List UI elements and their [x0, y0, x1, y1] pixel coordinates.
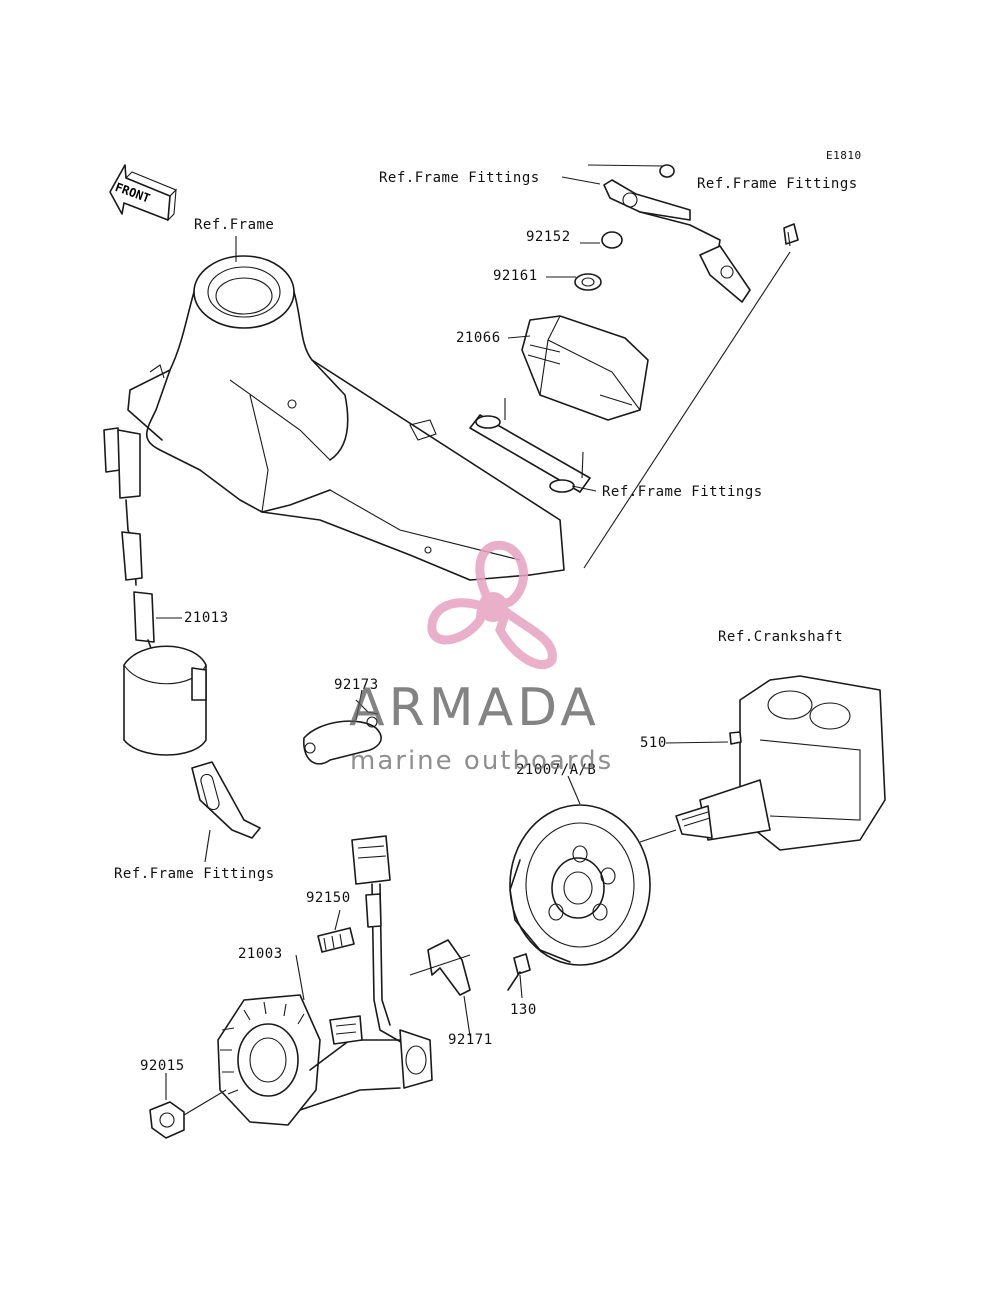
label-ref-crankshaft: Ref.Crankshaft: [718, 629, 844, 645]
stator-drawing: [217, 835, 433, 1126]
part-number-130: 130: [510, 1002, 537, 1018]
rotor-drawing: [509, 804, 651, 966]
label-ref-frame-fittings-top-left: Ref.Frame Fittings: [379, 170, 540, 186]
part-number-92152: 92152: [526, 229, 571, 245]
part-number-21007: 21007/A/B: [516, 762, 597, 778]
label-ref-frame-fittings-left: Ref.Frame Fittings: [114, 866, 275, 882]
part-number-21066: 21066: [456, 330, 501, 346]
part-number-21003: 21003: [238, 946, 283, 962]
small-parts-drawing: [149, 699, 531, 1139]
armada-propeller-logo: [427, 540, 557, 670]
frame-drawing: [127, 255, 565, 581]
watermark-title: ARMADA: [349, 678, 600, 738]
part-number-21013: 21013: [184, 610, 229, 626]
part-number-92161: 92161: [493, 268, 538, 284]
regulator-bracket-drawing: [469, 164, 799, 493]
part-number-92015: 92015: [140, 1058, 185, 1074]
diagram-code: E1810: [826, 149, 862, 162]
front-arrow-icon: [109, 164, 177, 222]
label-ref-frame-fittings-top-right: Ref.Frame Fittings: [697, 176, 858, 192]
leader-lines: [156, 164, 791, 1116]
part-number-92173: 92173: [334, 677, 379, 693]
crankshaft-drawing: [675, 675, 886, 851]
part-number-92150: 92150: [306, 890, 351, 906]
coil-assembly-drawing: [103, 427, 261, 839]
part-number-92171: 92171: [448, 1032, 493, 1048]
label-ref-frame: Ref.Frame: [194, 217, 275, 233]
watermark-subtitle: marine outboards: [350, 746, 614, 776]
part-number-510: 510: [640, 735, 667, 751]
label-ref-frame-fittings-mid: Ref.Frame Fittings: [602, 484, 763, 500]
